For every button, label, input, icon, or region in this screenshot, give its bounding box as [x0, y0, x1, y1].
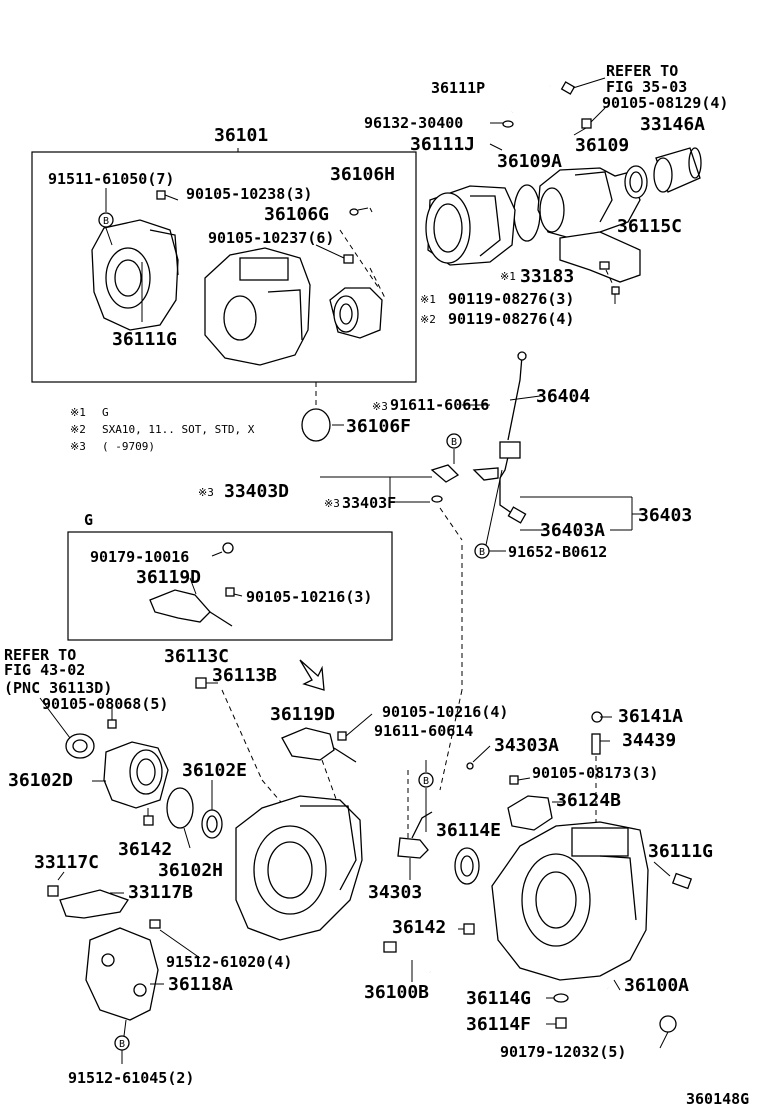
- label-34303: 34303: [368, 882, 422, 903]
- assembly-36101-frame: [31, 151, 417, 383]
- label-36114f: 36114F: [466, 1014, 531, 1035]
- note-3-mark: ※3: [70, 440, 86, 453]
- label-36102e: 36102E: [182, 760, 247, 781]
- label-36114g: 36114G: [466, 988, 531, 1009]
- label-36404: 36404: [536, 386, 590, 407]
- label-refer-to: REFER TO: [606, 62, 678, 80]
- extension-housing-group: [425, 77, 702, 304]
- label-36101: 36101: [214, 125, 268, 146]
- label-36115c: 36115C: [617, 216, 682, 237]
- label-36100b: 36100B: [364, 982, 429, 1003]
- transaxle-case-36101: B: [91, 188, 387, 366]
- note-mark-3: ※3: [198, 486, 214, 499]
- label-33403f: 33403F: [342, 494, 396, 512]
- label-91652-b0612: 91652-B0612: [508, 543, 607, 561]
- note-1-text: G: [102, 406, 109, 419]
- group-g-frame: [67, 531, 393, 641]
- label-33117c: 33117C: [34, 852, 99, 873]
- note-3-text: ( -9709): [102, 440, 155, 453]
- label-36141a: 36141A: [618, 706, 683, 727]
- label-36111p: 36111P: [431, 79, 485, 97]
- group-g-parts: [149, 542, 243, 627]
- label-33117b: 33117B: [128, 882, 193, 903]
- note-mark-1: ※1: [420, 293, 436, 306]
- label-36106h: 36106H: [330, 164, 395, 185]
- label-36113c: 36113C: [164, 646, 229, 667]
- label-91512-61020: 91512-61020(4): [166, 953, 292, 971]
- label-refer-to-2: REFER TO: [4, 646, 76, 664]
- label-36102h: 36102H: [158, 860, 223, 881]
- note-mark-1: ※1: [500, 270, 516, 283]
- label-96132-30400: 96132-30400: [364, 114, 463, 132]
- circle-mark-b: B: [451, 437, 457, 448]
- label-90179-10016: 90179-10016: [90, 548, 189, 566]
- label-90105-10237: 90105-10237(6): [208, 229, 334, 247]
- label-36106g: 36106G: [264, 204, 329, 225]
- note-mark-3: ※3: [372, 400, 388, 413]
- label-36113b: 36113B: [212, 665, 277, 686]
- label-90105-10238: 90105-10238(3): [186, 185, 312, 203]
- oil-level-gauge-group: B B: [320, 351, 642, 791]
- label-91512-61045: 91512-61045(2): [68, 1069, 194, 1087]
- o-ring-36106f: [301, 408, 331, 442]
- label-91511-61050: 91511-61050(7): [48, 170, 174, 188]
- label-34439: 34439: [622, 730, 676, 751]
- label-36142-mid: 36142: [392, 917, 446, 938]
- label-90119-08276-4: 90119-08276(4): [448, 310, 574, 328]
- label-36114e: 36114E: [436, 820, 501, 841]
- label-90105-10216-4: 90105-10216(4): [382, 703, 508, 721]
- label-group-g: G: [84, 511, 93, 529]
- label-36109: 36109: [575, 135, 629, 156]
- note-2-text: SXA10, 11.. SOT, STD, X: [102, 423, 255, 436]
- label-90179-12032: 90179-12032(5): [500, 1043, 626, 1061]
- label-36119d-box: 36119D: [136, 567, 201, 588]
- circle-mark-b: B: [423, 776, 429, 787]
- label-33403d: 33403D: [224, 481, 289, 502]
- label-fig-ref: FIG 35-03: [606, 78, 687, 96]
- label-36403: 36403: [638, 505, 692, 526]
- label-90105-10216-3: 90105-10216(3): [246, 588, 372, 606]
- label-36109a: 36109A: [497, 151, 562, 172]
- note-mark-3: ※3: [324, 497, 340, 510]
- label-36102d: 36102D: [8, 770, 73, 791]
- label-36106f: 36106F: [346, 416, 411, 437]
- circle-mark-b: B: [103, 216, 109, 227]
- label-fig-43-02: FIG 43-02: [4, 661, 85, 679]
- label-33183: 33183: [520, 266, 574, 287]
- direction-arrow: [299, 659, 325, 691]
- label-36124b: 36124B: [556, 790, 621, 811]
- part-number-labels: 36111P REFER TO FIG 35-03 90105-08129(4)…: [4, 62, 749, 1108]
- label-36142-left: 36142: [118, 839, 172, 860]
- circle-mark-b: B: [119, 1039, 125, 1050]
- lower-left-parts: B: [39, 697, 223, 1064]
- label-36111j: 36111J: [410, 134, 475, 155]
- label-36118a: 36118A: [168, 974, 233, 995]
- transfer-case-group: [195, 677, 373, 941]
- figure-code: 360148G: [686, 1090, 749, 1108]
- label-90105-08068: 90105-08068(5): [42, 695, 168, 713]
- label-90105-08129: 90105-08129(4): [602, 94, 728, 112]
- circle-mark-b: B: [479, 547, 485, 558]
- label-33146a: 33146A: [640, 114, 705, 135]
- label-34303a: 34303A: [494, 735, 559, 756]
- note-1-mark: ※1: [70, 406, 86, 419]
- label-90119-08276-3: 90119-08276(3): [448, 290, 574, 308]
- label-91611-60616: 91611-60616: [390, 396, 489, 414]
- note-2-mark: ※2: [70, 423, 86, 436]
- note-mark-2: ※2: [420, 313, 436, 326]
- label-36111g-top: 36111G: [112, 329, 177, 350]
- label-36403a: 36403A: [540, 520, 605, 541]
- label-91611-60614: 91611-60614: [374, 722, 473, 740]
- label-36100a: 36100A: [624, 975, 689, 996]
- label-36111g-right: 36111G: [648, 841, 713, 862]
- label-36119d: 36119D: [270, 704, 335, 725]
- label-pnc-36113d: (PNC 36113D): [4, 679, 112, 697]
- main-case-group: B: [383, 711, 693, 1049]
- label-90105-08173: 90105-08173(3): [532, 764, 658, 782]
